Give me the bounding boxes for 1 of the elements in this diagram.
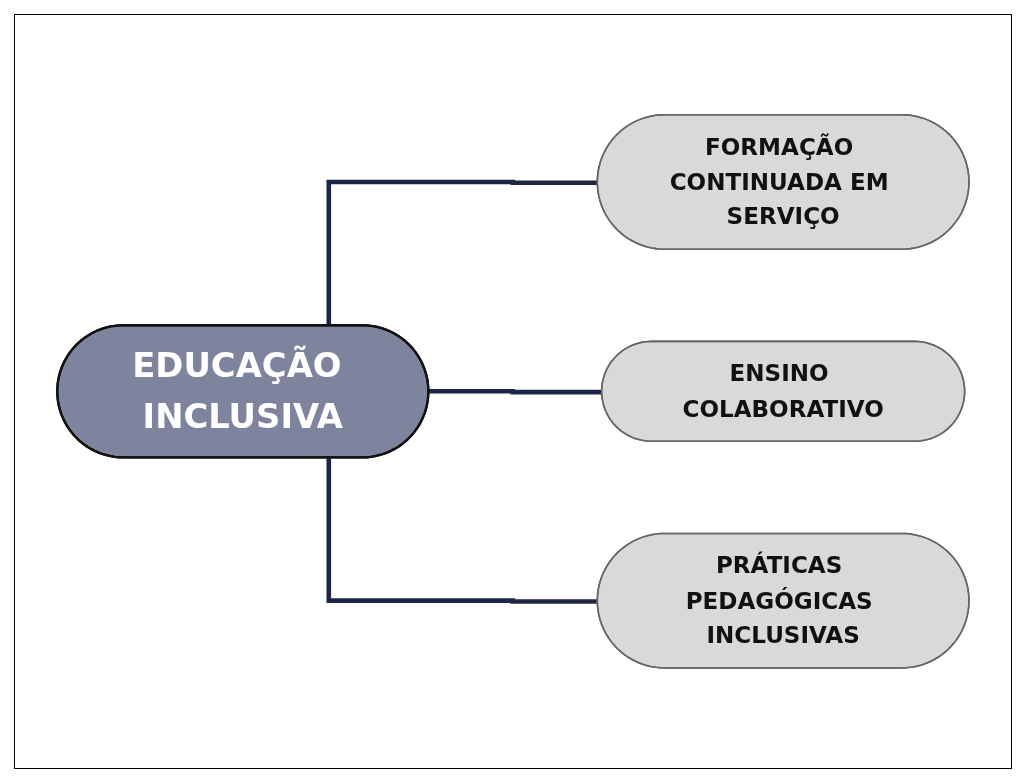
connector xyxy=(326,458,598,604)
